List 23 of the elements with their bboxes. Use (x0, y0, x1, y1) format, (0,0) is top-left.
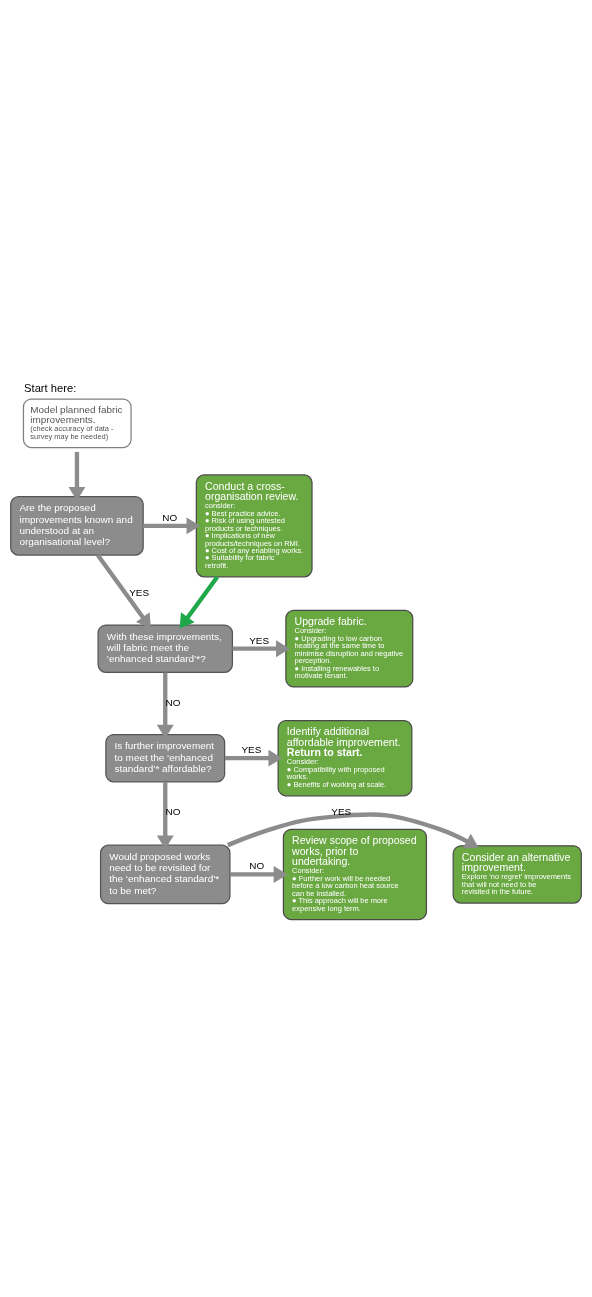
arrow (96, 553, 151, 628)
arrow (227, 811, 479, 848)
arrow (156, 672, 174, 738)
arrow (232, 639, 290, 657)
edge-label: NO (165, 805, 181, 817)
node-box: Is further improvement to meet the ‘enhanced standard’* affordable? (105, 733, 226, 782)
arrow (230, 865, 288, 883)
arrow (179, 575, 219, 628)
edge-label: NO (165, 696, 181, 708)
edge-label: YES (249, 634, 270, 646)
node-box: Would proposed works need to be revisited for the ‘enhanced standard’* to be met? (99, 844, 231, 904)
arrow (143, 516, 201, 534)
edge-label: YES (129, 586, 150, 598)
node-label: Start here: (24, 381, 77, 394)
edge-label: YES (331, 805, 352, 817)
edge-label: NO (249, 859, 265, 871)
arrow (68, 451, 86, 501)
edge-label: NO (162, 511, 178, 523)
arrow (224, 749, 283, 767)
node-box: Are the proposed improvements known and understood at an organisational level? (10, 495, 144, 556)
edge-label: YES (241, 743, 262, 755)
arrow (156, 781, 174, 849)
node-box: With these improvements, will fabric meet the ‘enhanced standard’*? (97, 623, 234, 673)
